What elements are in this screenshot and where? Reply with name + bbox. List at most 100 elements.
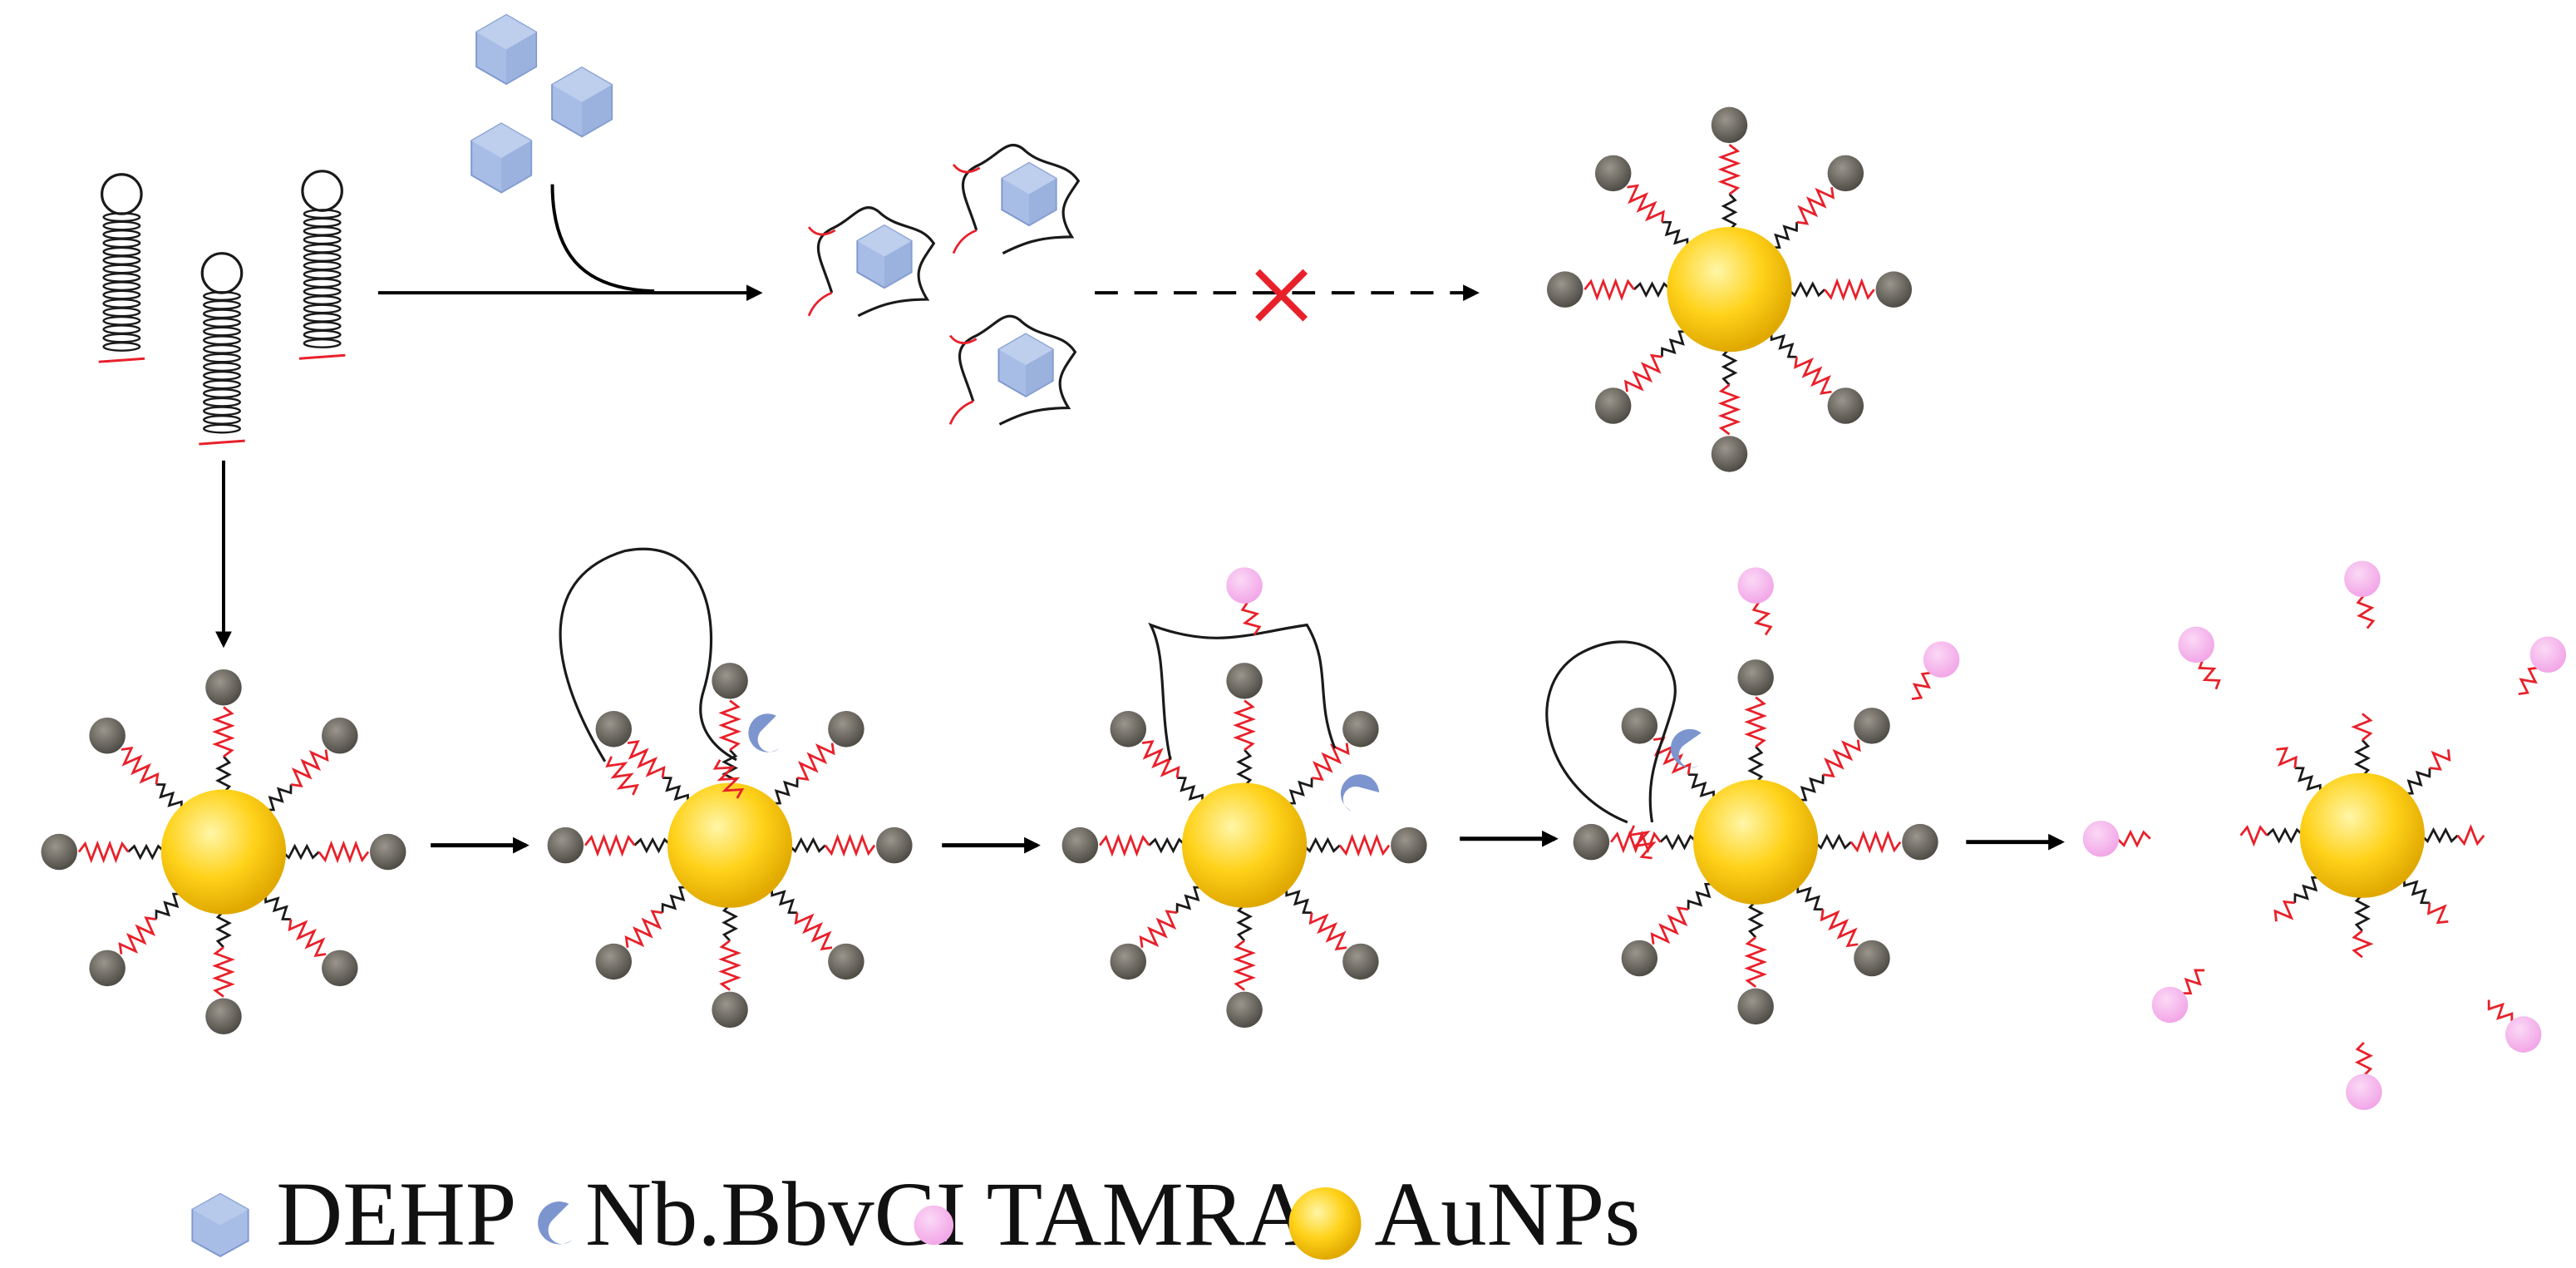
- hairpin-coil: [102, 315, 141, 326]
- quencher-bead: [876, 826, 913, 864]
- linker-strand: [1148, 836, 1186, 854]
- hairpin-coil: [303, 303, 342, 314]
- probe-strand: [2276, 747, 2298, 768]
- hairpin-coil: [203, 362, 241, 373]
- linker-strand: [2404, 767, 2431, 795]
- linker-strand: [2353, 739, 2371, 777]
- primer-end: [298, 353, 346, 360]
- hairpin-coil: [102, 238, 141, 249]
- hairpin-coil: [102, 307, 141, 318]
- hairpin-coil: [102, 324, 141, 335]
- hexagon-icon: [191, 1192, 249, 1258]
- hairpin-coil: [203, 308, 241, 319]
- hairpin-coil: [203, 326, 241, 337]
- quencher-bead: [1110, 711, 1147, 747]
- probe-strand: [1717, 144, 1741, 195]
- quencher-bead: [1827, 155, 1864, 192]
- aunp-assembly: [1546, 106, 1913, 472]
- probe-strand: [794, 912, 833, 951]
- pink-dot-icon: [1226, 567, 1263, 604]
- hairpin-coil: [303, 226, 342, 236]
- quencher-bead: [89, 717, 126, 754]
- hairpin-coil: [203, 406, 241, 417]
- quencher-bead: [712, 991, 748, 1029]
- linker-strand: [1633, 281, 1672, 298]
- probe-strand: [712, 759, 745, 799]
- red-x-icon: [1255, 269, 1308, 322]
- hairpin-coil: [203, 353, 241, 363]
- hairpin-coil: [203, 335, 241, 346]
- linker-strand: [265, 784, 293, 812]
- linker-strand: [1236, 748, 1253, 787]
- legend-aunp-label: AuNPs: [1374, 1162, 1640, 1265]
- quencher-bead: [205, 998, 242, 1035]
- probe-strand: [77, 840, 130, 864]
- primer-end: [952, 163, 981, 254]
- quencher-bead: [1342, 943, 1379, 980]
- probe-strand: [718, 940, 741, 991]
- quencher-bead: [322, 717, 358, 754]
- probe-strand: [2239, 825, 2268, 847]
- linker-strand: [1721, 193, 1738, 231]
- hairpin-coil: [102, 298, 141, 308]
- linker-strand: [215, 910, 232, 949]
- linker-strand: [1771, 222, 1798, 249]
- probe-strand: [1849, 830, 1902, 854]
- probe-strand: [2181, 969, 2205, 995]
- probe-strand: [2116, 829, 2151, 848]
- crescent-icon: [748, 713, 780, 752]
- probe-strand: [1824, 278, 1875, 302]
- quencher-bead: [1737, 659, 1774, 696]
- probe-strand: [288, 919, 327, 958]
- probe-strand: [118, 916, 157, 955]
- aptamer-complex: [952, 143, 1081, 255]
- probe-strand: [1338, 833, 1391, 857]
- quencher-bead: [41, 833, 77, 871]
- hairpin-loop: [301, 170, 343, 212]
- probe-strand: [605, 756, 639, 796]
- linker-strand: [1661, 330, 1688, 358]
- quencher-bead: [1827, 387, 1864, 424]
- linker-strand: [155, 783, 183, 811]
- gold-sphere-icon: [1667, 227, 1792, 353]
- hairpin-coil: [303, 312, 342, 323]
- quencher-bead: [595, 711, 633, 747]
- released-tamra: [2518, 636, 2567, 696]
- aptamer-loop: [1148, 622, 1337, 761]
- aunp-assembly: [1573, 659, 1938, 1025]
- gold-sphere-icon: [160, 789, 287, 915]
- linker-strand: [1285, 887, 1313, 915]
- legend-tamra-label: TAMRA: [987, 1162, 1312, 1265]
- hairpin-coil: [303, 278, 342, 289]
- quencher-bead: [1711, 436, 1748, 472]
- probe-strand: [2429, 749, 2451, 771]
- probe-strand: [1141, 740, 1180, 778]
- linker-strand: [1286, 777, 1313, 805]
- linker-strand: [1797, 774, 1825, 802]
- hairpin-coil: [203, 379, 241, 390]
- probe-strand: [1650, 906, 1689, 945]
- probe-strand: [1627, 184, 1665, 223]
- linker-strand: [2266, 826, 2304, 844]
- crescent-icon: [1340, 774, 1380, 812]
- released-tamra: [1911, 641, 1960, 700]
- probe-strand: [1628, 825, 1657, 860]
- gold-sphere-icon: [2299, 772, 2426, 898]
- quencher-bead: [1854, 708, 1890, 744]
- quencher-bead: [1875, 271, 1913, 308]
- quencher-bead: [1391, 826, 1427, 864]
- linker-strand: [2294, 767, 2322, 794]
- linker-strand: [2421, 826, 2459, 844]
- linker-strand: [1662, 220, 1689, 248]
- quencher-bead: [1110, 943, 1147, 980]
- quencher-bead: [828, 711, 864, 747]
- quencher-bead: [712, 663, 748, 699]
- linker-strand: [155, 892, 182, 920]
- linker-strand: [1747, 900, 1765, 939]
- hexagon-icon: [470, 122, 533, 194]
- hexagon-icon: [1001, 161, 1057, 227]
- probe-strand: [2198, 659, 2221, 690]
- linker-strand: [771, 777, 799, 805]
- cleavage-steps: [559, 547, 2567, 1111]
